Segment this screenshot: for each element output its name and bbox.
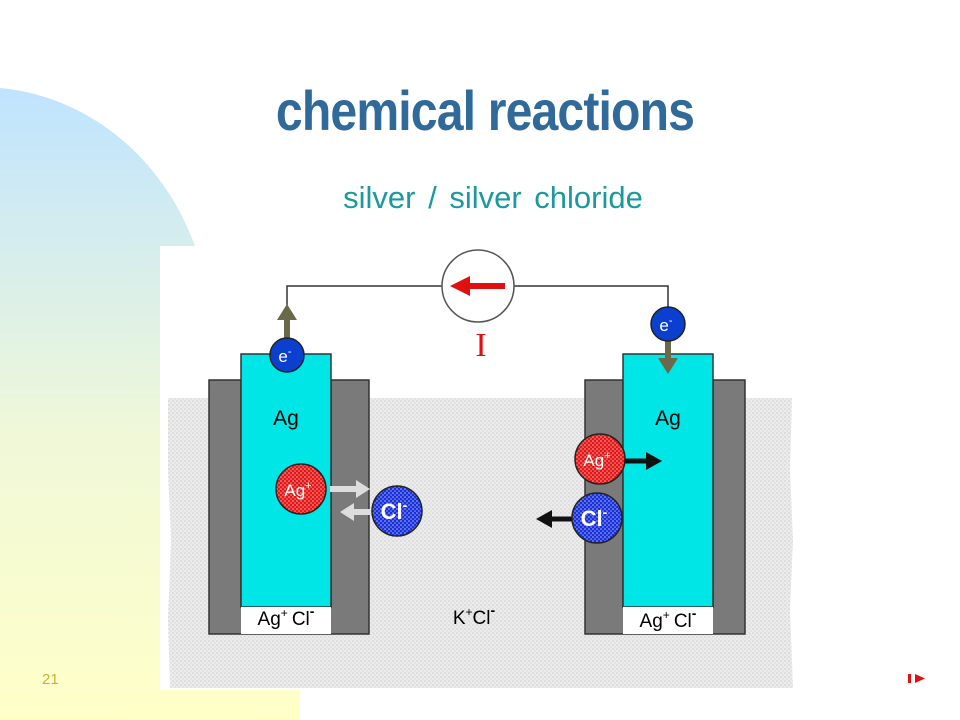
- left-electron-charge: -: [288, 346, 292, 358]
- right-chloride-charge: -: [603, 504, 608, 520]
- current-label: I: [475, 327, 486, 364]
- right-chloride-arrow: [536, 510, 572, 528]
- right-silver-electrode: [622, 353, 714, 608]
- electrolyte-cation: K: [453, 608, 466, 629]
- next-slide-icon[interactable]: [906, 671, 928, 685]
- svg-text:e-: e-: [278, 346, 291, 366]
- right-ion-charge: +: [604, 450, 610, 462]
- left-chloride-symbol: Cl: [381, 499, 403, 524]
- right-agcl-layer: [623, 607, 713, 634]
- svg-text:Ag+Cl-: Ag+ Cl-: [640, 605, 697, 632]
- svg-text:Ag+: Ag+: [583, 450, 610, 470]
- current-direction-arrow: [450, 276, 505, 296]
- right-electron-charge: -: [669, 315, 673, 327]
- right-metal-label: Ag: [655, 407, 681, 430]
- left-agcl-cation-charge: +: [281, 606, 288, 620]
- slide-number: 21: [42, 671, 59, 688]
- svg-text:Cl-: Cl-: [581, 504, 608, 531]
- left-ion-symbol: Ag: [284, 481, 305, 500]
- left-agcl-anion-charge: -: [310, 603, 315, 619]
- svg-text:K+Cl-: K+Cl-: [453, 602, 496, 629]
- right-electron: e-: [650, 306, 686, 342]
- electrolyte-anion: Cl: [473, 608, 491, 629]
- right-agcl-anion: Cl: [674, 611, 692, 632]
- right-ion-symbol: Ag: [583, 451, 604, 470]
- right-agcl-anion-charge: -: [692, 605, 697, 621]
- left-chloride-ion: Cl-: [371, 485, 423, 537]
- electrolyte-cation-charge: +: [466, 605, 473, 619]
- left-agcl-cation: Ag: [258, 609, 281, 630]
- left-metal-label: Ag: [273, 407, 299, 430]
- right-electron-down-arrow: [658, 340, 678, 374]
- left-ion-charge: +: [305, 480, 311, 492]
- right-agcl-cation-charge: +: [663, 608, 670, 622]
- svg-text:Ag+Cl-: Ag+ Cl-: [258, 603, 315, 630]
- right-chloride-symbol: Cl: [581, 506, 603, 531]
- svg-text:Ag+: Ag+: [284, 480, 311, 500]
- right-electron-symbol: e: [659, 316, 668, 335]
- left-agcl-layer: [241, 607, 331, 634]
- electrolyte-anion-charge: -: [490, 602, 495, 618]
- slide-title: chemical reactions: [275, 79, 695, 142]
- svg-text:e-: e-: [659, 315, 672, 335]
- left-silver-ion: Ag+: [275, 463, 327, 515]
- right-agcl-cation: Ag: [640, 611, 663, 632]
- left-electron-symbol: e: [278, 347, 287, 366]
- left-agcl-anion: Cl: [292, 609, 310, 630]
- right-silver-ion: Ag+: [574, 433, 626, 485]
- left-exchange-arrows: [330, 480, 370, 521]
- left-electron: e-: [269, 337, 305, 373]
- right-chloride-ion: Cl-: [571, 492, 623, 544]
- right-ion-arrow: [624, 452, 662, 470]
- svg-text:Cl-: Cl-: [381, 497, 408, 524]
- slide-subtitle: silver / silver chloride: [343, 180, 643, 215]
- left-chloride-charge: -: [403, 497, 408, 513]
